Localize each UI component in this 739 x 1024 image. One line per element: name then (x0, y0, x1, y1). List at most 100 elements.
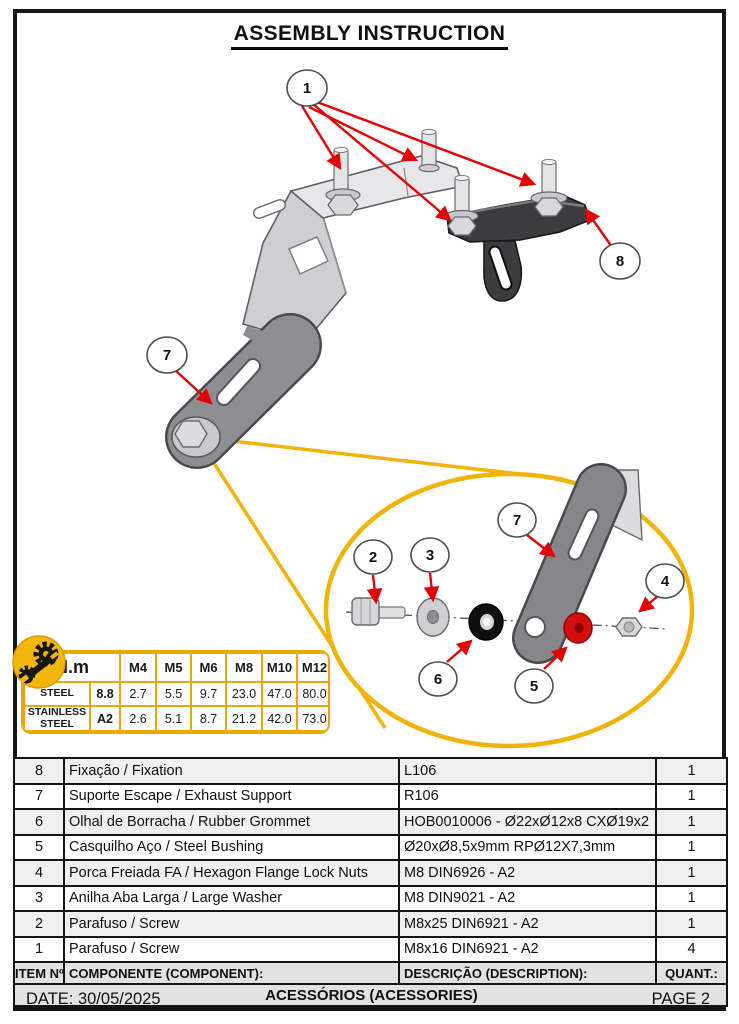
torque-tools-icon (12, 635, 66, 689)
component-description: HOB0010006 - Ø22xØ12x8 CXØ19x2 (398, 808, 657, 836)
torque-value: 8.7 (190, 704, 228, 733)
callout-4: 4 (645, 563, 685, 599)
component-quantity: 4 (655, 935, 728, 963)
svg-text:1: 1 (303, 80, 311, 97)
torque-value: 80.0 (296, 681, 328, 707)
callout-7-detail: 7 (497, 502, 537, 538)
component-name: Parafuso / Screw (63, 935, 400, 963)
item-number: 3 (13, 884, 65, 912)
svg-text:4: 4 (661, 573, 670, 590)
parts-table-header-row: ITEM Nº: COMPONENTE (COMPONENT): DESCRIÇ… (13, 961, 728, 985)
stud-3 (530, 158, 568, 217)
component-description: M8x16 DIN6921 - A2 (398, 935, 657, 963)
svg-text:6: 6 (434, 671, 442, 688)
callout-balloons: 1 7 8 7 2 3 4 (146, 69, 685, 704)
torque-row-steel: STEEL 8.8 2.7 5.5 9.7 23.0 47.0 80.0 (23, 681, 328, 707)
component-quantity: 1 (655, 910, 728, 938)
callout-3: 3 (410, 537, 450, 573)
table-row-item-3: 3 Anilha Aba Larga / Large Washer M8 DIN… (13, 884, 728, 912)
item-number: 1 (13, 935, 65, 963)
torque-value: 23.0 (225, 681, 264, 707)
component-quantity: 1 (655, 808, 728, 836)
component-description: M8 DIN6926 - A2 (398, 859, 657, 887)
table-row-item-1: 1 Parafuso / Screw M8x16 DIN6921 - A2 4 (13, 935, 728, 963)
arm-bolt-hex-head (174, 420, 208, 448)
callout-8: 8 (599, 242, 641, 280)
component-quantity: 1 (655, 859, 728, 887)
component-name: Fixação / Fixation (63, 757, 400, 785)
detail-steel-bushing (563, 612, 593, 644)
torque-value: 73.0 (296, 704, 328, 733)
detail-screw (351, 597, 406, 626)
item-number: 7 (13, 782, 65, 810)
component-name: Olhal de Borracha / Rubber Grommet (63, 808, 400, 836)
torque-size-m8: M8 (225, 652, 264, 683)
material-label: STAINLESS STEEL (23, 704, 91, 733)
stud-2 (418, 128, 440, 173)
detail-flange-nut (615, 617, 643, 637)
page-footer: DATE: 30/05/2025 PAGE 2 (13, 988, 726, 1011)
component-description: R106 (398, 782, 657, 810)
item-number: 6 (13, 808, 65, 836)
detail-rubber-grommet (468, 603, 504, 641)
grade-label: 8.8 (88, 681, 122, 707)
exhaust-support-bracket (165, 155, 465, 469)
parts-table: 8 Fixação / Fixation L106 1 7 Suporte Es… (13, 757, 728, 1007)
mounting-studs (325, 128, 568, 236)
torque-size-m6: M6 (190, 652, 228, 683)
torque-table: N.m M4 M5 M6 M8 M10 M12 STEEL 8.8 2.7 5.… (21, 650, 330, 735)
assembly-diagram: 1 7 8 7 2 3 4 (146, 69, 695, 749)
torque-value: 2.6 (119, 704, 158, 733)
item-number: 8 (13, 757, 65, 785)
component-description: M8x25 DIN6921 - A2 (398, 910, 657, 938)
table-row-item-2: 2 Parafuso / Screw M8x25 DIN6921 - A2 1 (13, 910, 728, 938)
header-quantity: QUANT.: (655, 961, 728, 985)
component-description: Ø20xØ8,5x9mm RPØ12X7,3mm (398, 833, 657, 861)
torque-value: 21.2 (225, 704, 264, 733)
svg-text:8: 8 (616, 253, 624, 270)
callout-6: 6 (418, 661, 458, 697)
callout-arrows (174, 100, 659, 670)
callout-2: 2 (353, 539, 393, 575)
page-number: PAGE 2 (651, 990, 710, 1008)
component-name: Casquilho Aço / Steel Bushing (63, 833, 400, 861)
svg-text:5: 5 (530, 678, 538, 695)
date-label: DATE: 30/05/2025 (26, 990, 161, 1008)
table-row-item-8: 8 Fixação / Fixation L106 1 (13, 757, 728, 785)
material-label: STEEL (23, 681, 91, 707)
item-number: 2 (13, 910, 65, 938)
callout-1: 1 (286, 69, 328, 107)
header-item-no: ITEM Nº: (13, 961, 65, 985)
stud-1 (325, 146, 361, 216)
torque-row-stainless: STAINLESS STEEL A2 2.6 5.1 8.7 21.2 42.0… (23, 704, 328, 733)
callout-7-main: 7 (146, 336, 188, 374)
svg-text:3: 3 (426, 547, 434, 564)
header-component: COMPONENTE (COMPONENT): (63, 961, 400, 985)
table-row-item-5: 5 Casquilho Aço / Steel Bushing Ø20xØ8,5… (13, 833, 728, 861)
svg-text:2: 2 (369, 549, 377, 566)
component-description: M8 DIN9021 - A2 (398, 884, 657, 912)
stud-4 (445, 174, 479, 236)
component-name: Porca Freiada FA / Hexagon Flange Lock N… (63, 859, 400, 887)
table-row-item-7: 7 Suporte Escape / Exhaust Support R106 … (13, 782, 728, 810)
component-name: Anilha Aba Larga / Large Washer (63, 884, 400, 912)
exploded-detail-view (345, 463, 669, 664)
component-quantity: 1 (655, 833, 728, 861)
detail-washer (416, 597, 450, 637)
wrench-icon (19, 651, 59, 684)
torque-size-m10: M10 (261, 652, 299, 683)
item-number: 5 (13, 833, 65, 861)
torque-size-m5: M5 (155, 652, 193, 683)
torque-size-m12: M12 (296, 652, 328, 683)
svg-text:7: 7 (163, 347, 171, 364)
torque-value: 5.1 (155, 704, 193, 733)
grade-label: A2 (88, 704, 122, 733)
component-quantity: 1 (655, 782, 728, 810)
table-row-item-6: 6 Olhal de Borracha / Rubber Grommet HOB… (13, 808, 728, 836)
torque-value: 42.0 (261, 704, 299, 733)
component-name: Parafuso / Screw (63, 910, 400, 938)
page-title: ASSEMBLY INSTRUCTION (230, 22, 509, 50)
component-quantity: 1 (655, 757, 728, 785)
torque-value: 47.0 (261, 681, 299, 707)
